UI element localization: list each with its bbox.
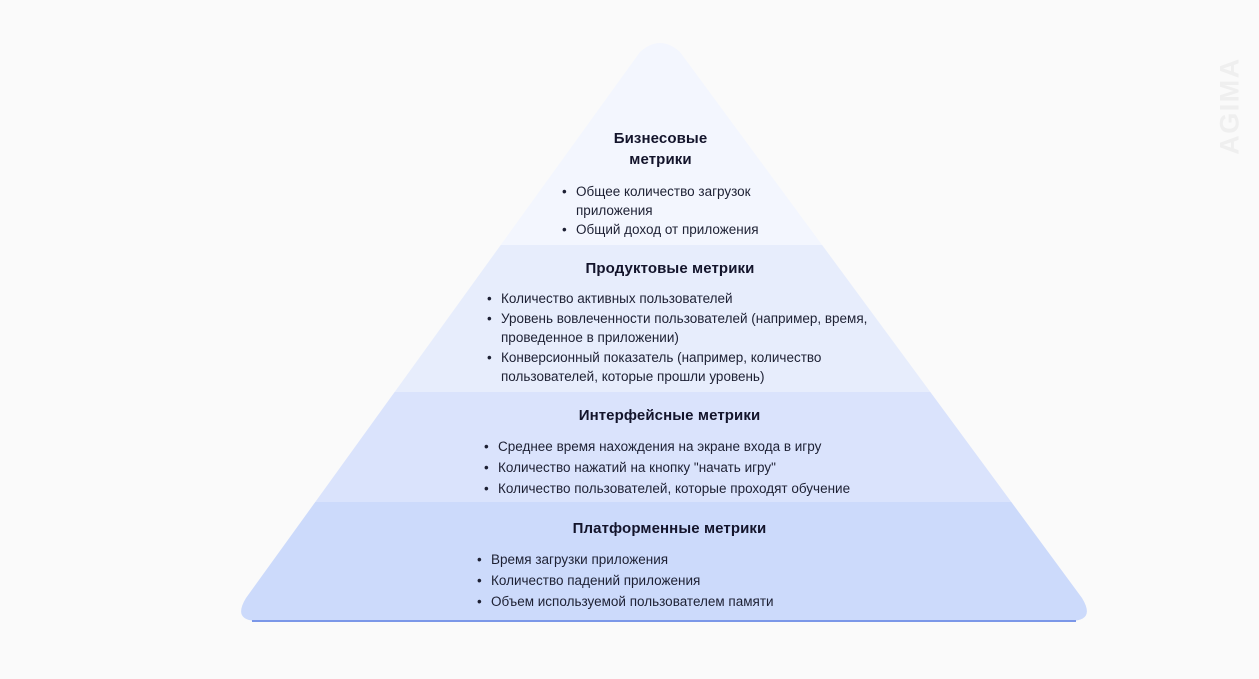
list-item: Количество падений приложения bbox=[477, 570, 907, 591]
tier-title-platform: Платформенные метрики bbox=[572, 520, 767, 537]
list-item: Общее количество загрузок приложения bbox=[562, 182, 813, 220]
pyramid-tier-product: Продуктовые метрики Количество активных … bbox=[455, 258, 885, 387]
list-item: Уровень вовлеченности пользователей (нап… bbox=[487, 309, 885, 348]
list-item: Количество нажатий на кнопку "начать игр… bbox=[484, 457, 907, 478]
pyramid-tier-platform: Платформенные метрики Время загрузки при… bbox=[432, 518, 907, 612]
watermark-text: AGIMA bbox=[1214, 57, 1245, 155]
list-item: Количество пользователей, которые проход… bbox=[484, 478, 907, 499]
list-item: Время загрузки приложения bbox=[477, 549, 907, 570]
list-item: Общий доход от приложения bbox=[562, 220, 813, 239]
list-item: Конверсионный показатель (например, коли… bbox=[487, 348, 885, 387]
tier-title-product: Продуктовые метрики bbox=[585, 260, 755, 277]
agima-watermark: AGIMA bbox=[1213, 46, 1247, 166]
tier-title-interface: Интерфейсные метрики bbox=[578, 407, 761, 424]
tier-items-business: Общее количество загрузок приложения Общ… bbox=[562, 182, 813, 239]
tier-items-interface: Среднее время нахождения на экране входа… bbox=[484, 436, 907, 499]
pyramid-tier-business: Бизнесовые метрики Общее количество загр… bbox=[508, 128, 813, 239]
tier-items-product: Количество активных пользователей Уровен… bbox=[487, 289, 885, 387]
tier-title-business: Бизнесовые метрики bbox=[508, 128, 813, 170]
tier-title-business-line1: Бизнесовые bbox=[613, 130, 708, 147]
list-item: Количество активных пользователей bbox=[487, 289, 885, 309]
tier-title-business-line2: метрики bbox=[629, 151, 692, 168]
pyramid-tier-interface: Интерфейсные метрики Среднее время нахож… bbox=[432, 405, 907, 499]
list-item: Среднее время нахождения на экране входа… bbox=[484, 436, 907, 457]
list-item: Объем используемой пользователем памяти bbox=[477, 591, 907, 612]
tier-items-platform: Время загрузки приложения Количество пад… bbox=[477, 549, 907, 612]
